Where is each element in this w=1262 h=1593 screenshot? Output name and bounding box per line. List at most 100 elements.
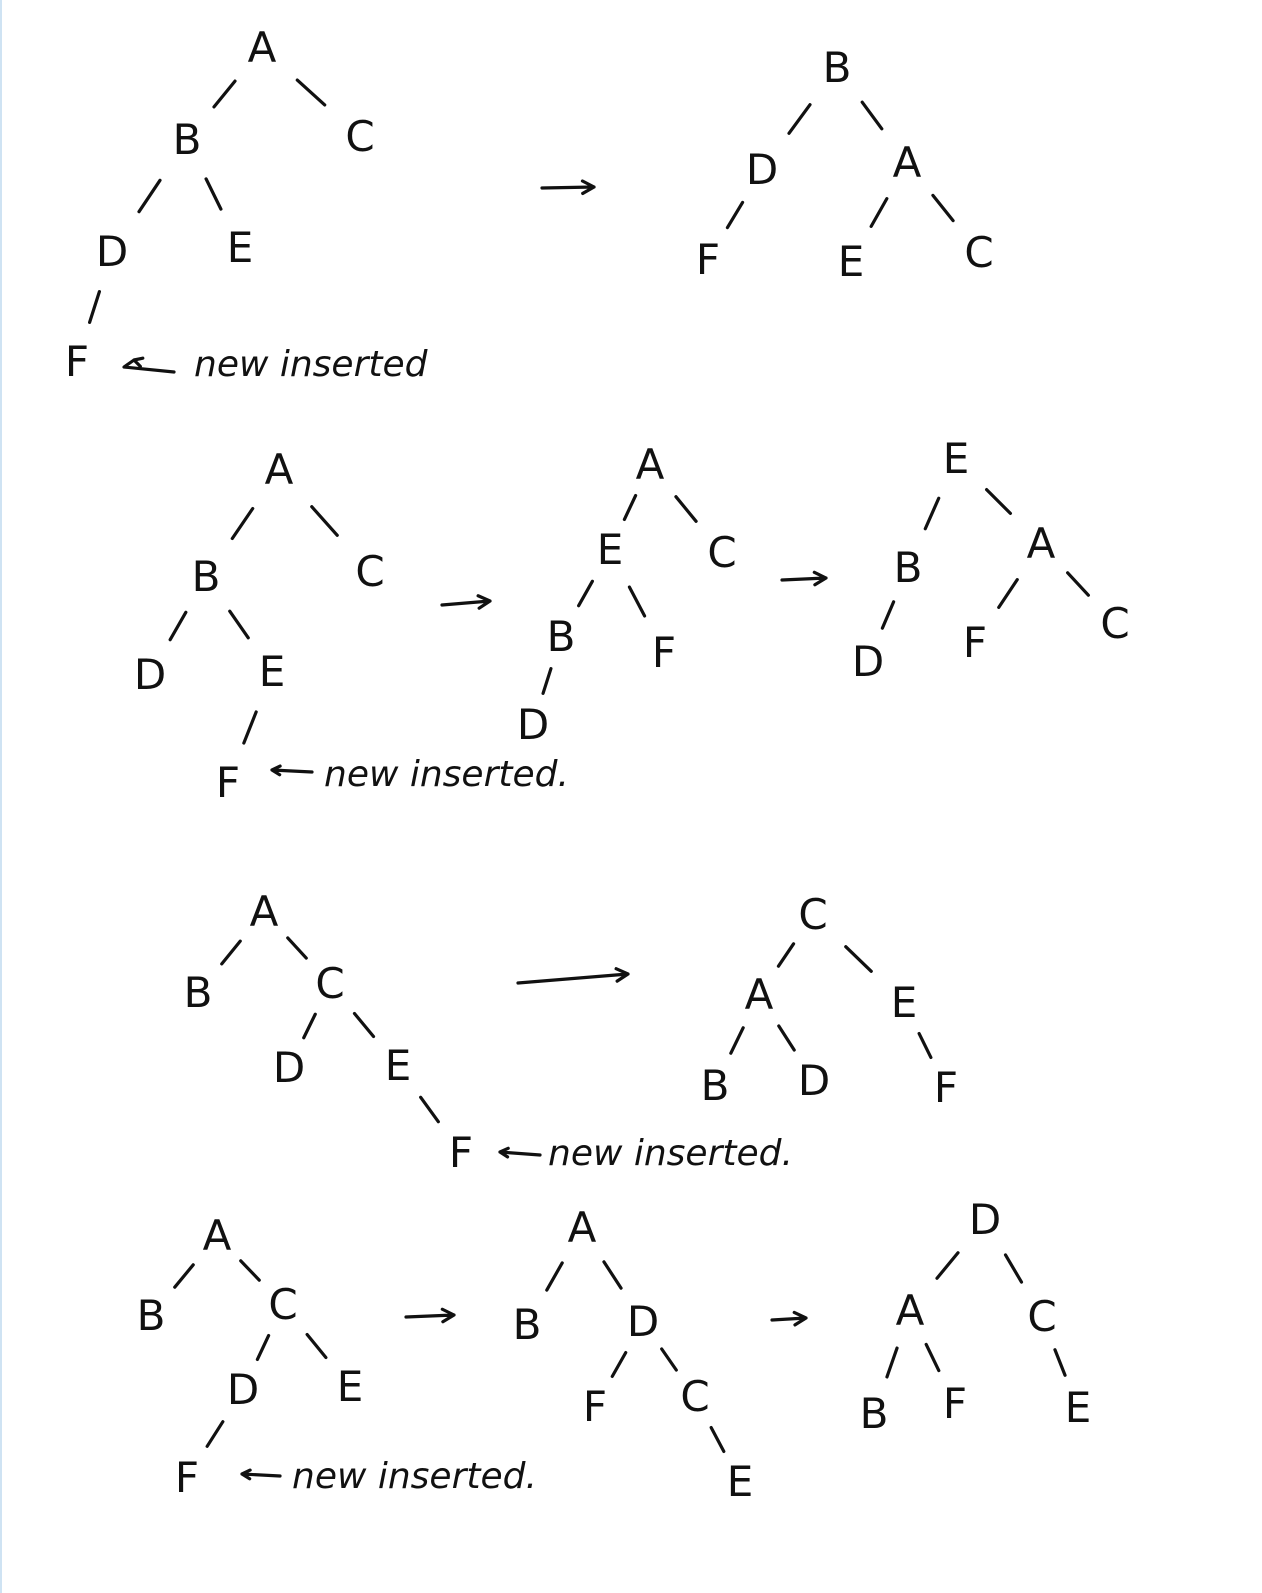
node-e: E xyxy=(943,434,970,483)
edge-a-e xyxy=(622,494,638,522)
node-b: B xyxy=(184,968,213,1017)
new-inserted-pointer-arrow xyxy=(240,1468,282,1481)
edge-a-c xyxy=(310,505,339,537)
node-d: D xyxy=(517,700,549,749)
node-c: C xyxy=(268,1280,297,1329)
edge-e-f xyxy=(917,1031,933,1060)
node-a: A xyxy=(250,887,279,936)
node-c: C xyxy=(1100,599,1129,648)
node-c: C xyxy=(707,528,736,577)
node-e: E xyxy=(337,1362,364,1411)
node-b: B xyxy=(513,1300,542,1349)
edge-d-c xyxy=(1003,1253,1024,1284)
edge-a-b xyxy=(729,1026,745,1055)
node-f: F xyxy=(583,1382,607,1431)
edge-a-c xyxy=(931,193,955,223)
node-c: C xyxy=(798,890,827,939)
edge-b-d xyxy=(880,600,896,630)
edge-d-f xyxy=(205,1420,225,1448)
node-e: E xyxy=(891,978,918,1027)
node-f: F xyxy=(696,235,720,284)
node-d: D xyxy=(627,1297,659,1346)
rotation-arrow-1 xyxy=(440,594,492,610)
node-a: A xyxy=(203,1211,232,1260)
edge-b-e xyxy=(204,177,223,211)
tree-2-2: AE C B F D xyxy=(517,440,737,749)
edge-a-b xyxy=(230,506,255,541)
edge-b-d xyxy=(787,103,812,135)
edge-e-a xyxy=(984,488,1013,516)
new-inserted-pointer-arrow xyxy=(498,1146,542,1159)
node-f: F xyxy=(449,1128,473,1177)
edge-a-b xyxy=(545,1261,564,1292)
new-inserted-note: new inserted. xyxy=(324,754,569,795)
rotation-arrow-1 xyxy=(404,1307,456,1324)
node-a: A xyxy=(265,445,294,494)
edge-e-f xyxy=(419,1095,440,1124)
node-e: E xyxy=(597,525,624,574)
edge-a-c xyxy=(286,936,308,960)
node-f: F xyxy=(943,1379,967,1428)
edge-b-e xyxy=(228,609,250,640)
node-d: D xyxy=(227,1365,259,1414)
node-b: B xyxy=(894,543,923,592)
node-f: F xyxy=(652,628,676,677)
node-c: C xyxy=(1027,1292,1056,1341)
edge-a-d xyxy=(777,1024,796,1052)
edge-c-e xyxy=(305,1332,328,1360)
node-e: E xyxy=(838,237,865,286)
edge-a-c xyxy=(1066,571,1090,597)
node-e: E xyxy=(727,1457,754,1506)
edge-e-b xyxy=(577,579,594,608)
node-c: C xyxy=(680,1372,709,1421)
node-d: D xyxy=(969,1195,1001,1244)
node-c: C xyxy=(964,228,993,277)
edge-c-e xyxy=(844,945,873,973)
new-inserted-note: new inserted. xyxy=(548,1133,793,1174)
node-f: F xyxy=(216,758,240,807)
edge-a-e xyxy=(869,197,889,228)
edge-b-a xyxy=(860,100,884,131)
node-a: A xyxy=(896,1286,925,1335)
node-b: B xyxy=(547,612,576,661)
node-b: B xyxy=(173,115,202,164)
node-c: C xyxy=(355,547,384,596)
node-d: D xyxy=(96,227,128,276)
node-e: E xyxy=(259,647,286,696)
node-f: F xyxy=(175,1453,199,1502)
node-a: A xyxy=(568,1203,597,1252)
edge-b-d xyxy=(168,610,188,642)
edge-c-e xyxy=(709,1425,726,1454)
edge-a-b xyxy=(173,1263,195,1289)
rotation-arrow-2 xyxy=(780,570,828,587)
new-inserted-note: new inserted xyxy=(194,344,429,385)
edge-a-b xyxy=(885,1346,899,1379)
node-d: D xyxy=(134,650,166,699)
edge-e-f xyxy=(627,585,647,618)
node-e: E xyxy=(385,1041,412,1090)
new-inserted-note: new inserted. xyxy=(292,1456,537,1497)
new-inserted-pointer-arrow xyxy=(122,356,176,374)
node-b: B xyxy=(823,43,852,92)
edge-a-b xyxy=(212,79,237,109)
edge-a-c xyxy=(674,495,698,523)
node-a: A xyxy=(636,440,665,489)
node-f: F xyxy=(65,337,89,386)
edge-b-d xyxy=(541,667,553,695)
node-a: A xyxy=(248,23,277,72)
edge-d-f xyxy=(610,1350,628,1379)
new-inserted-pointer-arrow xyxy=(270,764,314,777)
page-margin-rule xyxy=(0,0,2,1593)
edge-a-b xyxy=(220,939,242,966)
node-f: F xyxy=(963,618,987,667)
node-f: F xyxy=(934,1063,958,1112)
rotation-arrow-1 xyxy=(540,179,596,196)
edge-d-f xyxy=(87,290,102,324)
